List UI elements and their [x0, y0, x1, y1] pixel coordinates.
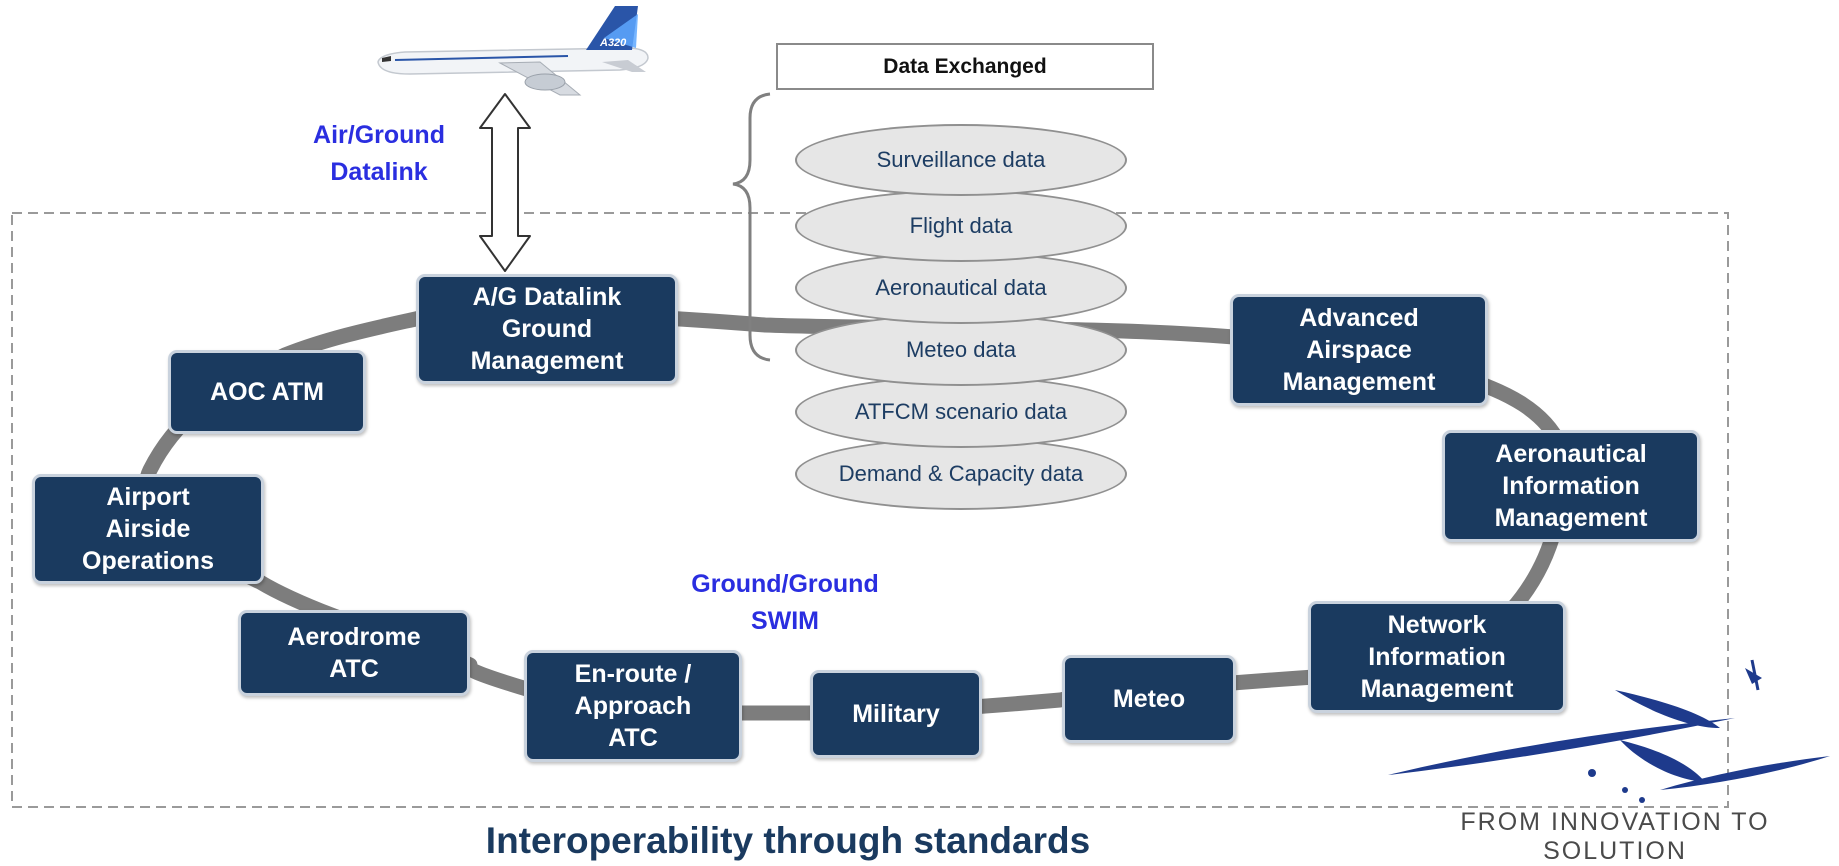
ground-ground-swim-label: Ground/Ground SWIM — [660, 566, 910, 640]
data-item-flight: Flight data — [795, 190, 1127, 262]
node-line: Airspace — [1306, 336, 1412, 364]
node-line: Network — [1387, 611, 1487, 639]
node-line: Information — [1502, 472, 1640, 500]
node-aerodrome-atc[interactable]: Aerodrome ATC — [238, 610, 470, 696]
node-aoc-atm[interactable]: AOC ATM — [168, 350, 366, 434]
node-line: ATC — [608, 724, 658, 752]
node-line: Management — [1494, 504, 1648, 532]
node-line: Military — [852, 700, 940, 728]
data-exchanged-header: Data Exchanged — [776, 43, 1154, 90]
node-line: Aerodrome — [287, 623, 421, 651]
data-item-aeronautical: Aeronautical data — [795, 252, 1127, 324]
node-aeronautical-information-management[interactable]: Aeronautical Information Management — [1442, 430, 1700, 542]
aircraft-fin-text: A320 — [599, 37, 627, 49]
node-line: Management — [1360, 675, 1514, 703]
node-line: Airport — [106, 483, 190, 511]
node-line: En-route / — [574, 660, 692, 688]
node-line: Meteo — [1112, 685, 1186, 713]
aircraft-icon: A320 — [377, 6, 649, 96]
footer-title: Interoperability through standards — [485, 820, 1091, 861]
data-brace — [732, 92, 771, 362]
node-line: Management — [470, 347, 624, 375]
data-item-surveillance-top: Surveillance data — [795, 124, 1127, 196]
data-item-atfcm: ATFCM scenario data — [795, 376, 1127, 448]
data-item-surveillance: Demand & Capacity data — [795, 438, 1127, 510]
node-line: ATC — [329, 655, 379, 683]
node-line: Operations — [82, 547, 214, 575]
node-line: Approach — [574, 692, 692, 720]
node-line: Airside — [105, 515, 191, 543]
node-line: A/G Datalink — [472, 283, 622, 311]
logo-tagline: FROM INNOVATION TO SOLUTION — [1460, 808, 1770, 865]
node-line: Aeronautical — [1495, 440, 1647, 468]
node-line: Information — [1368, 643, 1506, 671]
air-ground-label-line: Air/Ground — [313, 121, 445, 149]
air-ground-datalink-label: Air/Ground Datalink — [290, 117, 468, 191]
logo-icon — [1388, 659, 1830, 803]
node-line: Ground — [501, 315, 593, 343]
node-network-information-management[interactable]: Network Information Management — [1308, 601, 1566, 713]
node-enroute-approach-atc[interactable]: En-route / Approach ATC — [524, 650, 742, 762]
air-ground-arrow — [479, 93, 531, 272]
node-military[interactable]: Military — [810, 670, 982, 758]
node-airport-airside-operations[interactable]: Airport Airside Operations — [32, 474, 264, 584]
ground-ground-label-line: SWIM — [750, 607, 820, 635]
air-ground-label-line: Datalink — [330, 158, 428, 186]
node-meteo[interactable]: Meteo — [1062, 655, 1236, 743]
node-ag-datalink-ground-management[interactable]: A/G Datalink Ground Management — [416, 274, 678, 384]
data-item-meteo: Meteo data — [795, 314, 1127, 386]
node-advanced-airspace-management[interactable]: Advanced Airspace Management — [1230, 294, 1488, 406]
ground-ground-label-line: Ground/Ground — [691, 570, 879, 598]
node-line: Advanced — [1299, 304, 1419, 332]
node-line: Management — [1282, 368, 1436, 396]
node-line: AOC ATM — [210, 378, 324, 406]
